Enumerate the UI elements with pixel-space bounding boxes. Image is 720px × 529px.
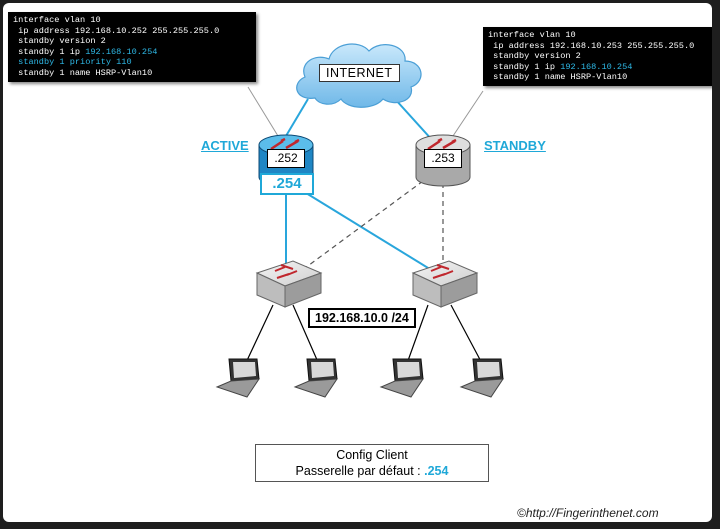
internet-label: INTERNET (319, 64, 400, 82)
callout-line-standby (452, 90, 484, 137)
network-label: 192.168.10.0 /24 (308, 308, 416, 328)
link-sw2-laptop3 (404, 304, 429, 370)
config-line: ip address 192.168.10.252 255.255.255.0 (13, 26, 251, 37)
config-line: ip address 192.168.10.253 255.255.255.0 (488, 41, 712, 52)
laptop-3-icon (379, 358, 424, 398)
client-config-title: Config Client (336, 448, 408, 462)
config-line: standby version 2 (488, 51, 712, 62)
config-line: standby 1 ip 192.168.10.254 (488, 62, 712, 73)
diagram-canvas: interface vlan 10 ip address 192.168.10.… (3, 3, 712, 522)
config-line-text: standby 1 ip (488, 61, 561, 72)
config-line-text: standby 1 priority 110 (13, 57, 132, 68)
config-line-ip: 192.168.10.254 (560, 61, 633, 72)
config-line: interface vlan 10 (13, 15, 251, 26)
router-standby-ip: .253 (424, 149, 462, 168)
link-internet-active (282, 98, 309, 142)
laptop-4-icon (459, 358, 504, 398)
config-line-text: ip address 192.168.10.253 255.255.255.0 (488, 40, 695, 51)
config-line-ip: 192.168.10.254 (85, 46, 158, 57)
link-sw1-laptop2 (292, 304, 322, 370)
config-line: standby version 2 (13, 36, 251, 47)
config-standby-box: interface vlan 10 ip address 192.168.10.… (483, 27, 712, 86)
switch-2-icon (411, 260, 479, 308)
active-label: ACTIVE (201, 138, 249, 153)
link-active-sw2 (292, 184, 434, 272)
config-line: standby 1 priority 110 (13, 57, 251, 68)
config-line-text: standby 1 name HSRP-Vlan10 (488, 72, 628, 83)
config-line-text: interface vlan 10 (488, 30, 576, 40)
config-line: standby 1 name HSRP-Vlan10 (488, 72, 712, 83)
config-line: interface vlan 10 (488, 30, 712, 41)
config-line-text: ip address 192.168.10.252 255.255.255.0 (13, 25, 220, 36)
config-line-text: standby version 2 (488, 51, 581, 62)
config-line-text: standby 1 name HSRP-Vlan10 (13, 67, 153, 78)
client-gateway-prefix: Passerelle par défaut : (295, 464, 425, 478)
laptop-1-icon (215, 358, 260, 398)
config-active-box: interface vlan 10 ip address 192.168.10.… (8, 12, 256, 82)
link-standby-sw1 (300, 180, 424, 272)
config-line-text: standby 1 ip (13, 46, 86, 57)
config-line: standby 1 name HSRP-Vlan10 (13, 68, 251, 79)
client-gateway-value: .254 (424, 464, 449, 478)
link-internet-standby (394, 98, 434, 142)
standby-label: STANDBY (484, 138, 546, 153)
link-sw1-laptop1 (242, 304, 274, 370)
router-active-ip: .252 (267, 149, 305, 168)
virtual-ip-box: .254 (260, 173, 314, 195)
client-config-box: Config Client Passerelle par défaut : .2… (255, 444, 489, 482)
config-line-text: interface vlan 10 (13, 15, 101, 25)
callout-line-active (247, 86, 279, 137)
client-gateway-line: Passerelle par défaut : .254 (256, 463, 488, 479)
switch-1-icon (255, 260, 323, 308)
laptop-2-icon (293, 358, 338, 398)
config-line-text: standby version 2 (13, 36, 106, 47)
config-line: standby 1 ip 192.168.10.254 (13, 47, 251, 58)
credit-text: ©http://Fingerinthenet.com (517, 506, 659, 520)
link-sw2-laptop4 (450, 304, 486, 370)
